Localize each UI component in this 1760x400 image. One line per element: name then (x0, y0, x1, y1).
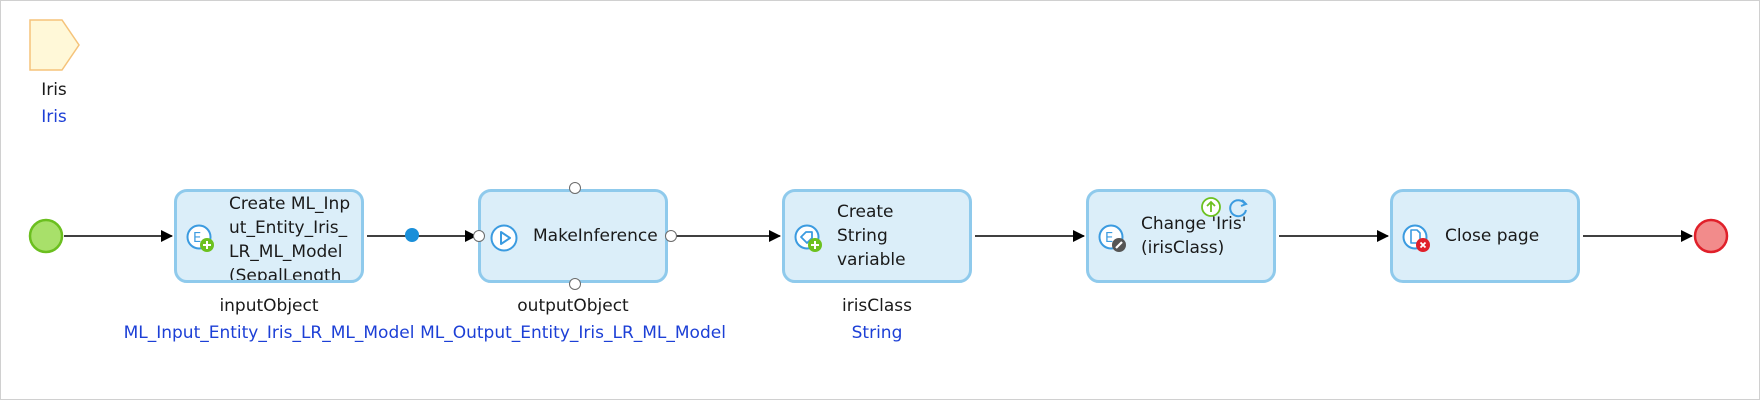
create-variable-activity[interactable]: Create String variable (782, 189, 972, 283)
svg-text:E: E (193, 231, 201, 246)
create-variable-caption: Create String variable (837, 202, 906, 270)
create-variable-name: irisClass (841, 296, 913, 316)
create-variable-type: String (851, 323, 903, 343)
create-variable-icon (794, 224, 822, 252)
start-event[interactable] (28, 218, 64, 254)
create-object-icon: E (186, 224, 214, 252)
change-object-activity[interactable]: E Change 'Iris' (irisClass) (1086, 189, 1276, 283)
make-inference-activity[interactable]: MakeInference (478, 189, 668, 283)
create-object-activity[interactable]: E Create ML_Input_Entity_Iris_LR_ML_Mode… (174, 189, 364, 283)
create-object-caption: Create ML_Input_Entity_Iris_LR_ML_Model(… (229, 194, 351, 280)
flow-junction-dot (405, 228, 419, 242)
parameter-type: Iris (41, 107, 67, 127)
make-inference-port-right[interactable] (665, 230, 677, 242)
close-page-caption: Close page (1445, 226, 1540, 246)
end-event[interactable] (1693, 218, 1729, 254)
commit-icon (1201, 197, 1221, 217)
parameter-name: Iris (41, 80, 67, 100)
change-object-caption: Change 'Iris' (irisClass) (1141, 214, 1247, 258)
close-page-activity[interactable]: Close page (1390, 189, 1580, 283)
make-inference-port-left[interactable] (473, 230, 485, 242)
change-object-icon: E (1098, 224, 1126, 252)
make-inference-port-bottom[interactable] (569, 278, 581, 290)
make-inference-port-top[interactable] (569, 182, 581, 194)
create-object-type: ML_Input_Entity_Iris_LR_ML_Model (123, 323, 415, 343)
make-inference-caption: MakeInference (533, 226, 658, 246)
create-object-variable: inputObject (219, 296, 319, 316)
commit-refresh-icons (1201, 197, 1248, 218)
svg-text:E: E (1105, 231, 1113, 246)
close-page-icon (1402, 224, 1430, 252)
make-inference-variable: outputObject (517, 296, 629, 316)
play-icon (490, 224, 518, 252)
parameter-icon[interactable] (29, 19, 80, 71)
refresh-icon (1229, 199, 1248, 218)
make-inference-type: ML_Output_Entity_Iris_LR_ML_Model (420, 323, 726, 343)
